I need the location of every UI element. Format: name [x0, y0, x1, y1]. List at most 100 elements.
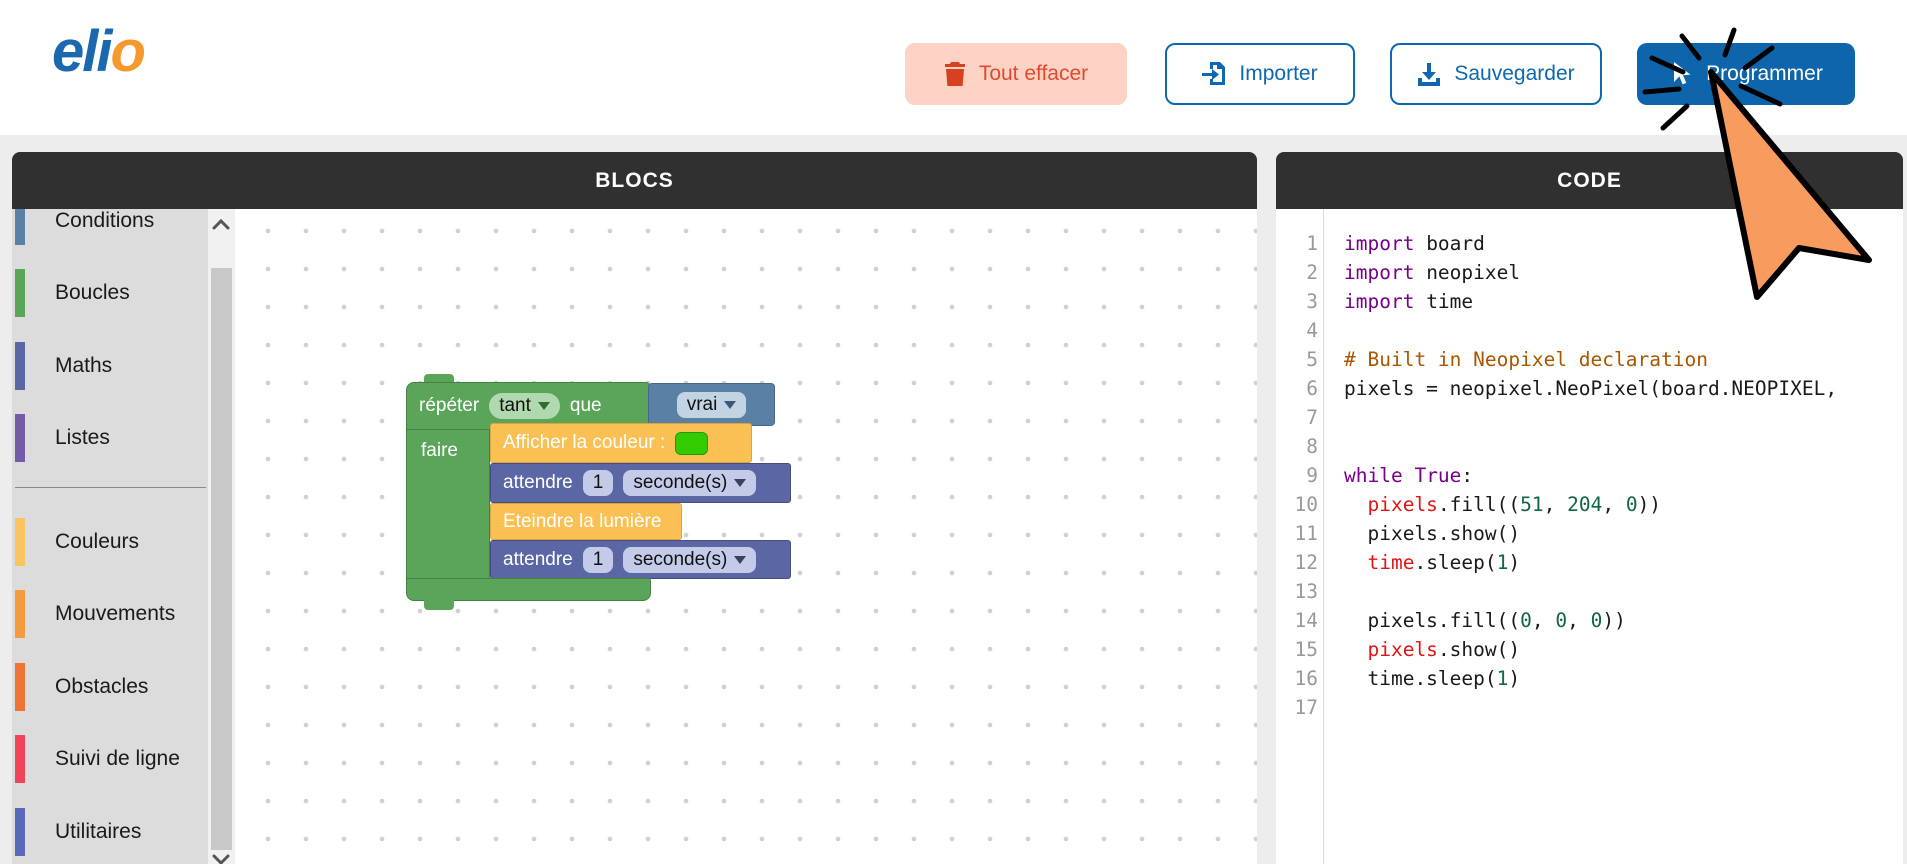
wait-block-2[interactable]: attendre 1 seconde(s) — [490, 540, 791, 579]
chevron-down-icon — [724, 400, 737, 409]
blocs-title: BLOCS — [595, 168, 674, 192]
wait-unit-dropdown[interactable]: seconde(s) — [623, 546, 757, 573]
color-swatch[interactable] — [675, 431, 709, 455]
code-text: # Built in Neopixel declaration — [1344, 348, 1708, 371]
sidebar-item-listes[interactable]: Listes — [12, 409, 208, 467]
line-number: 6 — [1306, 377, 1318, 400]
line-number: 14 — [1294, 609, 1318, 632]
wait-block-1[interactable]: attendre 1 seconde(s) — [490, 463, 791, 503]
category-color-bar — [15, 662, 25, 711]
sidebar-scrollbar[interactable] — [208, 209, 235, 864]
code-text: time.sleep(1) — [1344, 667, 1521, 690]
chevron-down-icon — [537, 402, 550, 410]
category-label: Listes — [55, 426, 110, 449]
code-title: CODE — [1557, 168, 1622, 192]
import-icon — [1202, 61, 1226, 87]
wait-label: attendre — [503, 472, 573, 493]
loop-bottom-cap[interactable] — [406, 578, 651, 601]
sidebar-item-maths[interactable]: Maths — [12, 337, 208, 395]
program-button[interactable]: Programmer — [1637, 43, 1855, 105]
category-label: Conditions — [55, 209, 155, 232]
save-label: Sauvegarder — [1454, 62, 1575, 85]
repeat-label: répéter — [419, 395, 480, 416]
program-label: Programmer — [1706, 62, 1823, 85]
condition-dropdown[interactable]: vrai — [676, 391, 747, 418]
blockly-workspace[interactable]: répéter tant que vrai faire — [235, 209, 1257, 864]
blocs-panel-header: BLOCS — [12, 152, 1257, 209]
code-line: 4 — [1276, 316, 1903, 345]
block-bottom-notch — [424, 600, 454, 610]
category-label: Obstacles — [55, 674, 149, 698]
clear-all-button[interactable]: Tout effacer — [905, 43, 1127, 105]
do-label: faire — [421, 440, 458, 461]
sidebar-item-utilitaires[interactable]: Utilitaires — [12, 803, 208, 861]
category-label: Suivi de ligne — [55, 747, 180, 770]
line-number: 15 — [1294, 638, 1318, 661]
category-color-bar — [15, 517, 25, 566]
code-line: 15 pixels.show() — [1276, 635, 1903, 664]
code-text: import time — [1344, 290, 1474, 313]
sidebar-item-suivi-de-ligne[interactable]: Suivi de ligne — [12, 730, 208, 788]
wait-unit: seconde(s) — [633, 548, 728, 570]
scroll-up-icon[interactable] — [212, 217, 230, 230]
condition-true-block[interactable]: vrai — [648, 383, 775, 426]
light-off-label: Eteindre la lumière — [503, 510, 662, 532]
line-number: 2 — [1306, 261, 1318, 284]
sidebar-item-conditions[interactable]: Conditions — [12, 209, 208, 250]
category-color-bar — [15, 209, 25, 245]
code-text: pixels.fill((51, 204, 0)) — [1367, 493, 1662, 516]
sidebar-item-couleurs[interactable]: Couleurs — [12, 513, 208, 571]
code-line: 5 # Built in Neopixel declaration — [1276, 345, 1903, 374]
code-line: 6 pixels = neopixel.NeoPixel(board.NEOPIX… — [1276, 374, 1903, 403]
line-number: 16 — [1294, 667, 1318, 690]
code-text: pixels.show() — [1367, 638, 1521, 661]
code-text: pixels.show() — [1344, 522, 1521, 545]
category-color-bar — [15, 590, 25, 638]
repeat-mode-dropdown[interactable]: tant — [489, 393, 560, 419]
code-text: while True: — [1344, 464, 1474, 487]
category-label: Maths — [55, 353, 113, 377]
wait-value-field[interactable]: 1 — [582, 546, 614, 573]
show-color-block[interactable]: Afficher la couleur : — [490, 423, 752, 463]
chevron-down-icon — [734, 555, 747, 564]
elio-logo: elio — [52, 18, 146, 85]
sidebar-item-boucles[interactable]: Boucles — [12, 264, 208, 322]
sidebar-scroll-thumb[interactable] — [211, 268, 232, 850]
show-color-label: Afficher la couleur : — [503, 432, 666, 453]
sidebar-item-mouvements[interactable]: Mouvements — [12, 585, 208, 643]
sidebar-item-obstacles[interactable]: Obstacles — [12, 658, 208, 716]
repeat-while-block[interactable]: répéter tant que — [406, 382, 650, 430]
category-divider — [15, 486, 206, 488]
category-color-bar — [15, 341, 25, 390]
wait-unit-dropdown[interactable]: seconde(s) — [623, 470, 757, 496]
wait-unit: seconde(s) — [633, 472, 728, 493]
code-line: 14 pixels.fill((0, 0, 0)) — [1276, 606, 1903, 635]
que-label: que — [569, 395, 602, 416]
import-button[interactable]: Importer — [1165, 43, 1355, 105]
category-color-bar — [15, 414, 25, 462]
scroll-down-icon[interactable] — [212, 853, 230, 864]
repeat-mode-value: tant — [499, 395, 531, 416]
loop-spine[interactable]: faire — [406, 429, 490, 579]
light-off-block[interactable]: Eteindre la lumière — [490, 503, 682, 540]
code-line: 8 — [1276, 432, 1903, 461]
clear-all-label: Tout effacer — [978, 62, 1089, 85]
line-number: 3 — [1306, 290, 1318, 313]
code-line: 10 pixels.fill((51, 204, 0)) — [1276, 490, 1903, 519]
code-line: 16 time.sleep(1) — [1276, 664, 1903, 693]
line-number: 5 — [1306, 348, 1318, 371]
code-text: pixels = neopixel.NeoPixel(board.NEOPIXE… — [1344, 377, 1849, 400]
save-button[interactable]: Sauvegarder — [1390, 43, 1602, 105]
wait-value-field[interactable]: 1 — [582, 470, 614, 496]
line-number: 11 — [1294, 522, 1318, 545]
line-number: 12 — [1294, 551, 1318, 574]
line-number: 7 — [1306, 406, 1318, 429]
block-top-notch — [424, 374, 454, 384]
